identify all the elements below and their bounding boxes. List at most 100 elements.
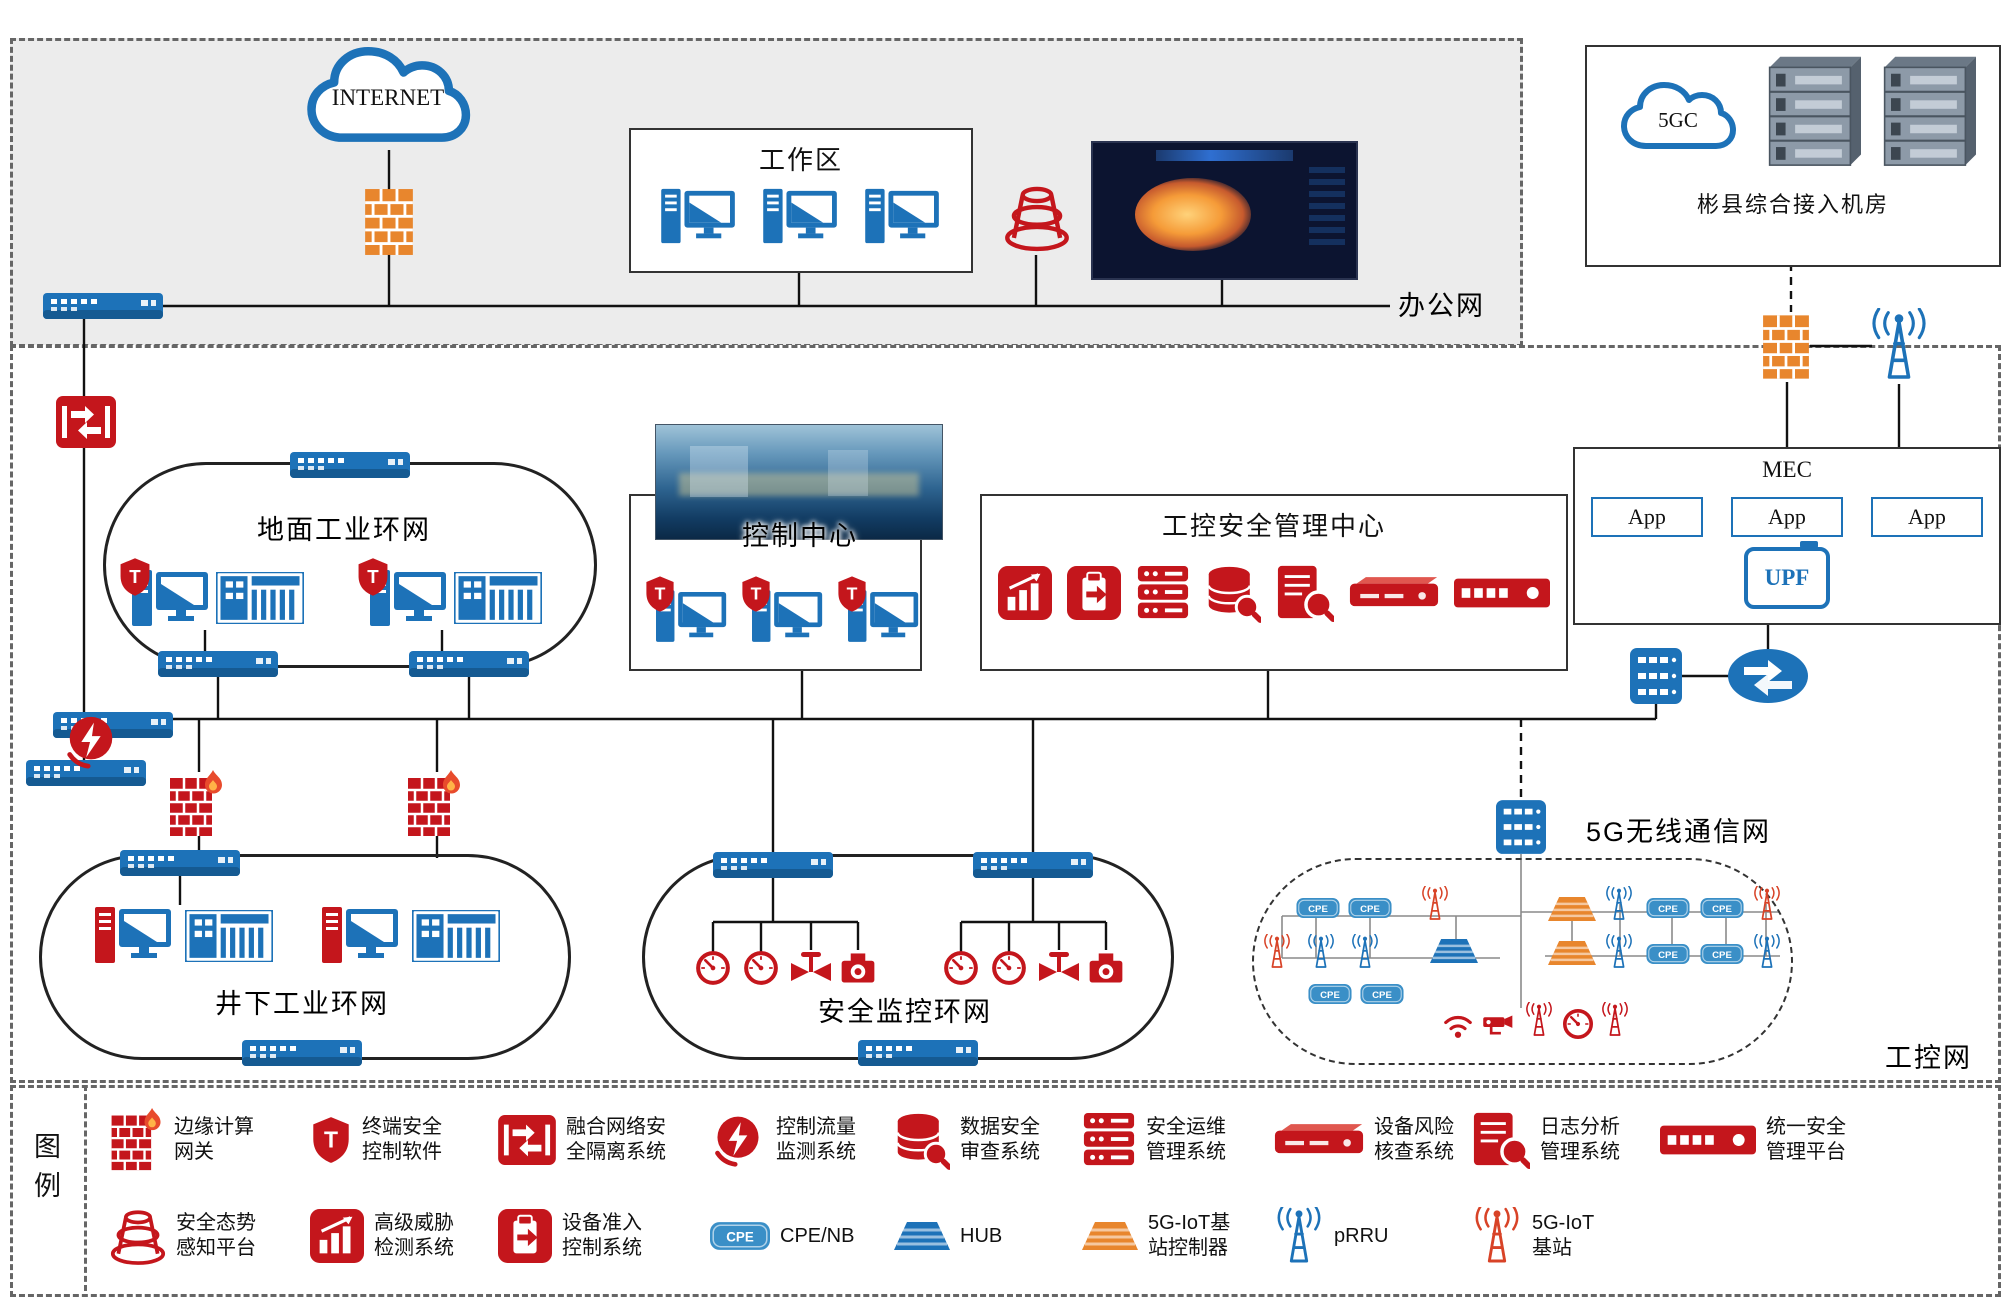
- wifi-sensor-icon: [1440, 1012, 1476, 1040]
- unified-platform-icon: [1454, 578, 1550, 608]
- legend-item-label: HUB: [960, 1224, 1003, 1247]
- legend-item: 安全运维 管理系统: [1082, 1111, 1274, 1169]
- ring-switch-icon: [286, 452, 414, 478]
- internet-label: INTERNET: [331, 84, 445, 110]
- legend-item-label: 日志分析 管理系统: [1540, 1116, 1620, 1163]
- 5gc-cloud-icon: 5GC: [1618, 78, 1738, 158]
- prru-antenna-icon: [1604, 886, 1634, 922]
- gauge-sensor-icon: [943, 950, 979, 986]
- flow-monitor-icon: [710, 1112, 766, 1168]
- gauge-sensor-icon: [991, 950, 1027, 986]
- prru-icon: [1274, 1207, 1324, 1265]
- legend-item-label: 控制流量 监测系统: [776, 1116, 856, 1163]
- 5gc-label: 5GC: [1658, 108, 1698, 133]
- legend-rows: 边缘计算 网关终端安全 控制软件融合网络安 全隔离系统控制流量 监测系统数据安全…: [110, 1092, 1990, 1284]
- legend-item: 高级威胁 检测系统: [310, 1209, 498, 1263]
- risk-check-icon: [1349, 576, 1439, 610]
- ring-switch-icon: [854, 1040, 982, 1066]
- shield-t-icon: [644, 574, 676, 614]
- office-network-label: 办公网: [1398, 291, 1485, 321]
- workstation-with-shield: [748, 584, 828, 648]
- data-audit-icon: [894, 1110, 950, 1170]
- legend-title: 图例: [30, 1132, 60, 1210]
- hub-icon: [1430, 938, 1478, 964]
- upf-icon: UPF: [1744, 541, 1830, 609]
- legend-item-label: pRRU: [1334, 1224, 1389, 1247]
- legend-item-label: 安全运维 管理系统: [1146, 1116, 1226, 1163]
- control-center-workstations: [652, 584, 924, 648]
- legend-item: 融合网络安 全隔离系统: [498, 1115, 710, 1165]
- threat-chart-icon: [310, 1209, 364, 1263]
- base-controller-icon: [1082, 1221, 1138, 1251]
- workstation-icon: [865, 185, 941, 247]
- base-controller-icon: [1548, 940, 1596, 966]
- workarea-box: 工作区: [629, 128, 973, 273]
- access-clipboard-icon: [498, 1209, 552, 1263]
- workstation-with-shield: [652, 584, 732, 648]
- cpe-icon: [1700, 898, 1744, 918]
- plc-icon: [216, 572, 304, 624]
- ring-switch-icon: [154, 651, 282, 677]
- server-cabinet-icon: [1759, 56, 1861, 168]
- security-center-box: 工控安全管理中心: [980, 494, 1568, 671]
- control-room-photo: [655, 424, 943, 540]
- legend-item-label: 设备风险 核查系统: [1374, 1116, 1454, 1163]
- cpe-icon: [1308, 984, 1352, 1004]
- dashboard-screenshot: [1091, 141, 1358, 280]
- legend-item-label: 融合网络安 全隔离系统: [566, 1116, 666, 1163]
- underground-ring-label: 井下工业环网: [215, 989, 389, 1019]
- ops-server-icon: [1082, 1111, 1136, 1169]
- ring-surface: [103, 462, 597, 668]
- prru-antenna-icon: [1752, 934, 1782, 970]
- legend-item: 统一安全 管理平台: [1660, 1115, 1990, 1165]
- wireless-network-label: 5G无线通信网: [1586, 817, 1772, 847]
- switch-stack-icon: [1496, 800, 1546, 854]
- workstation-icon: [95, 902, 173, 968]
- unified-platform-icon: [1660, 1125, 1756, 1155]
- log-analysis-icon: [1472, 1111, 1530, 1169]
- mec-app-box: App: [1731, 497, 1843, 537]
- pump-icon: [838, 948, 878, 988]
- legend-item: pRRU: [1274, 1207, 1472, 1265]
- plc-icon: [185, 910, 273, 962]
- mec-box: MEC App App App UPF: [1573, 447, 2001, 625]
- access-clipboard-icon: [1067, 566, 1121, 620]
- cpe-icon: [710, 1222, 770, 1250]
- ring-switch-icon: [969, 852, 1097, 878]
- industrial-network-label: 工控网: [1885, 1043, 1972, 1073]
- ops-server-icon: [1136, 564, 1190, 622]
- cpe-icon: [1646, 898, 1690, 918]
- workstation-icon: [763, 185, 839, 247]
- gauge-sensor-icon: [1562, 1008, 1594, 1040]
- mec-app-box: App: [1871, 497, 1983, 537]
- router-icon: [1726, 646, 1810, 706]
- cpe-icon: [1646, 944, 1690, 964]
- ring-switch-icon: [116, 850, 244, 876]
- wireless-network-ellipse: [1252, 858, 1793, 1065]
- control-center-title: 控制中心: [742, 521, 858, 551]
- legend-row: 边缘计算 网关终端安全 控制软件融合网络安 全隔离系统控制流量 监测系统数据安全…: [110, 1108, 1990, 1172]
- prru-antenna-icon: [1868, 308, 1930, 384]
- mec-app-box: App: [1591, 497, 1703, 537]
- terminal-shield-icon: [310, 1115, 352, 1165]
- plc-icon: [454, 572, 542, 624]
- shield-t-icon: [740, 574, 772, 614]
- isolation-icon: [498, 1115, 556, 1165]
- legend-item-label: 5G-IoT 基站: [1532, 1212, 1595, 1259]
- surface-ring-label: 地面工业环网: [257, 515, 431, 545]
- cpe-icon: [1700, 944, 1744, 964]
- legend-item: HUB: [894, 1221, 1082, 1251]
- cpe-icon: [1348, 898, 1392, 918]
- workstation-icon: [322, 902, 400, 968]
- threat-chart-icon: [998, 566, 1052, 620]
- flow-monitor-icon: [62, 712, 120, 770]
- workstation-with-shield: [844, 584, 924, 648]
- legend-divider: [84, 1085, 87, 1291]
- iot-base-antenna-icon: [1262, 934, 1292, 970]
- legend-item: 终端安全 控制软件: [310, 1115, 498, 1165]
- situation-awareness-icon: [1004, 176, 1070, 258]
- security-center-title: 工控安全管理中心: [1161, 511, 1386, 541]
- legend-item: 安全态势 感知平台: [110, 1204, 310, 1268]
- legend-item-label: 边缘计算 网关: [174, 1116, 254, 1163]
